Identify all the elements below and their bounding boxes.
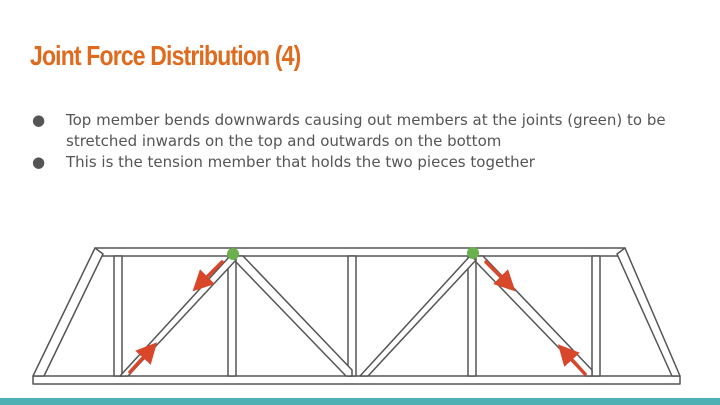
force-arrow [557,344,587,376]
force-arrows [128,260,587,376]
slide-title: Joint Force Distribution (4) [30,40,301,71]
bullet-dot: ● [32,153,46,171]
bullet-text: This is the tension member that holds th… [66,153,535,171]
truss-frame [32,247,681,385]
bullet-list: ● Top member bends downwards causing out… [32,110,702,173]
force-arrow [484,260,516,292]
joint-marker [467,247,479,259]
truss-diagram [32,247,681,385]
bullet-text: Top member bends downwards causing out m… [66,111,666,150]
footer-bar [0,398,720,405]
bullet-dot: ● [32,111,46,129]
force-arrow [192,260,224,292]
force-arrow [128,342,158,374]
bullet-item: ● Top member bends downwards causing out… [32,110,702,152]
bullet-item: ● This is the tension member that holds … [32,152,702,173]
joint-marker [227,248,239,260]
